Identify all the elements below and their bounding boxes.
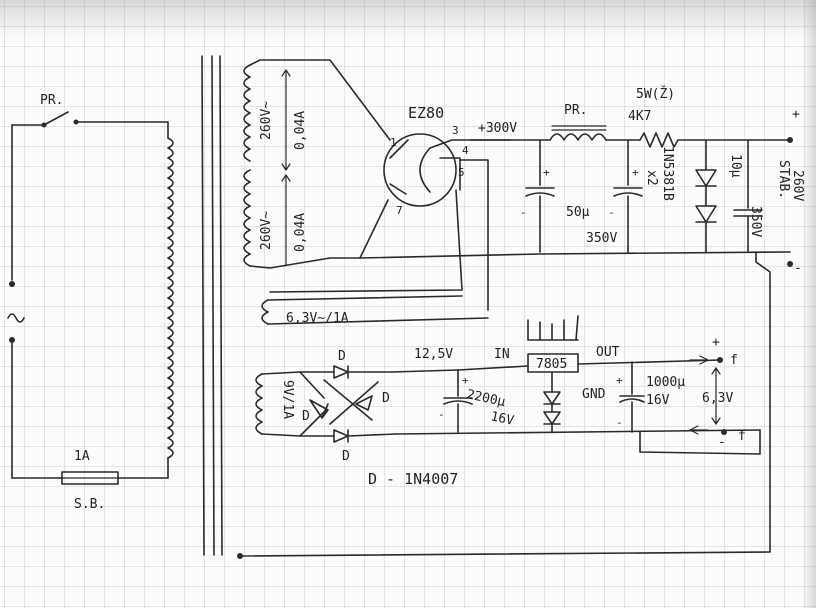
lv-voltage-label: 12,5V	[414, 347, 453, 362]
lv-regulator	[443, 315, 761, 455]
page-shadow-top	[0, 0, 816, 40]
sec2-current-label: 0,04A	[293, 213, 308, 252]
cap1-capacity-label: 50μ	[566, 205, 590, 220]
cap5-capacity-label: 1000μ	[646, 375, 685, 390]
pin7-label: 7	[396, 204, 403, 217]
diode-bridge	[299, 365, 761, 443]
transformer-core	[201, 55, 223, 556]
cap2-plus: +	[632, 166, 639, 179]
stab-minus: -	[794, 261, 802, 276]
sec3-label: 9V/1A	[280, 380, 295, 419]
sec1-voltage-label: 260V~	[259, 101, 274, 140]
regulator-label: 7805	[536, 357, 567, 372]
cap1-minus: -	[520, 206, 527, 219]
out-label: OUT	[596, 345, 620, 360]
resistor	[639, 132, 679, 148]
ez80-tube	[269, 133, 511, 311]
choke-coil	[549, 133, 607, 141]
diode-type-label: D - 1N4007	[368, 470, 458, 488]
regulator-7805	[527, 353, 579, 373]
out-plus: +	[712, 335, 720, 350]
cap4-plus: +	[462, 374, 469, 387]
out-f-top: f	[730, 353, 738, 368]
cap4-capacity-label: 2200μ	[465, 387, 507, 410]
zener-label: 1N5381B	[660, 146, 675, 201]
cap3-voltage-label: 350V	[748, 206, 763, 237]
pin1-label: 1	[390, 136, 397, 149]
tube-label: EZ80	[408, 104, 444, 122]
heater-winding	[261, 295, 489, 325]
pin4-label: 4	[462, 144, 469, 157]
resistor-label: 4K7	[628, 109, 651, 124]
cap5-minus: -	[616, 416, 623, 429]
stab-plus: +	[792, 107, 800, 122]
in-label: IN	[494, 347, 510, 362]
cap5-voltage-label: 16V	[646, 393, 670, 408]
zener-qty-label: x2	[644, 170, 659, 186]
gnd-label: GND	[582, 387, 606, 402]
pin3-label: 3	[452, 124, 459, 137]
diode1-label: D	[338, 349, 346, 364]
cap4-minus: -	[438, 408, 445, 421]
power-label: 5W(Ž)	[636, 86, 675, 102]
heater-label: 6,3V~/1A	[286, 311, 349, 326]
heatsink	[527, 315, 579, 341]
pin5-label: 5	[458, 166, 465, 179]
hv-secondary-1	[243, 59, 391, 162]
primary-winding	[167, 137, 174, 459]
sec2-voltage-label: 260V~	[259, 211, 274, 250]
cap2-minus: -	[608, 206, 615, 219]
switch-label: PR.	[40, 93, 63, 108]
fuse-name-label: S.B.	[74, 497, 105, 512]
diode4-label: D	[342, 449, 350, 464]
hv-secondary-2	[243, 169, 389, 269]
out-voltage-label: 6,3V	[702, 391, 733, 406]
diode2-label: D	[302, 409, 310, 424]
cap4-voltage-label: 16V	[489, 409, 515, 429]
stab-label: STAB.	[776, 160, 791, 199]
choke-label: PR.	[564, 103, 587, 118]
stab-voltage-label: 260V	[790, 170, 805, 201]
ac-symbol	[7, 313, 25, 323]
fuse-rating-label: 1A	[74, 449, 90, 464]
sec1-current-label: 0,04A	[293, 111, 308, 150]
diode3-label: D	[382, 391, 390, 406]
cap3-capacity-label: 10μ	[728, 154, 743, 178]
hv-filter	[237, 125, 793, 559]
out-f-bottom: f	[738, 429, 746, 444]
page-shadow-right	[802, 0, 816, 608]
cap1-voltage-label: 350V	[586, 231, 617, 246]
hv-voltage-label: +300V	[478, 121, 517, 136]
cap5-plus: +	[616, 374, 623, 387]
out-minus: -	[718, 435, 726, 450]
cap1-plus: +	[543, 166, 550, 179]
mains-input	[7, 111, 174, 485]
